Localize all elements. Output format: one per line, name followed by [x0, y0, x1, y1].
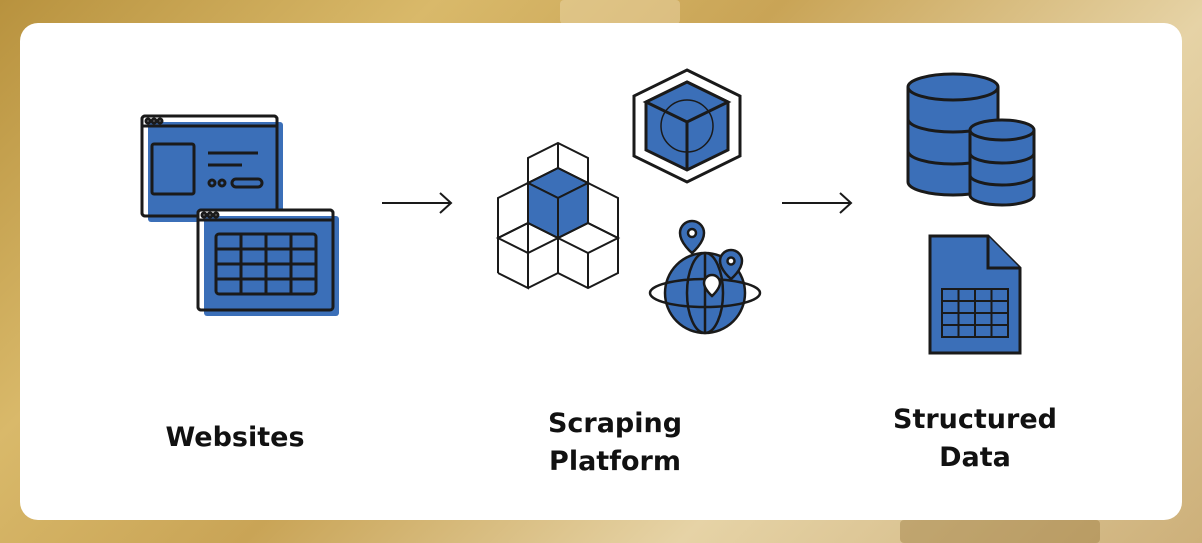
arrow-right-icon — [782, 192, 853, 214]
label-line: Scraping — [547, 408, 683, 439]
arrow-right-icon — [382, 192, 453, 214]
background-streak — [900, 520, 1100, 543]
label-line: Platform — [549, 446, 681, 477]
database-icon — [906, 72, 1036, 207]
cube-network-icon — [495, 141, 621, 290]
browser-windows-icon — [140, 114, 339, 316]
spreadsheet-file-icon — [928, 234, 1022, 355]
label-line: Data — [939, 442, 1011, 473]
stage-label-websites: Websites — [165, 422, 305, 453]
cube-badge-icon — [632, 68, 742, 184]
background-streak — [560, 0, 680, 24]
label-line: Structured — [893, 404, 1057, 435]
globe-pins-icon — [648, 219, 762, 335]
